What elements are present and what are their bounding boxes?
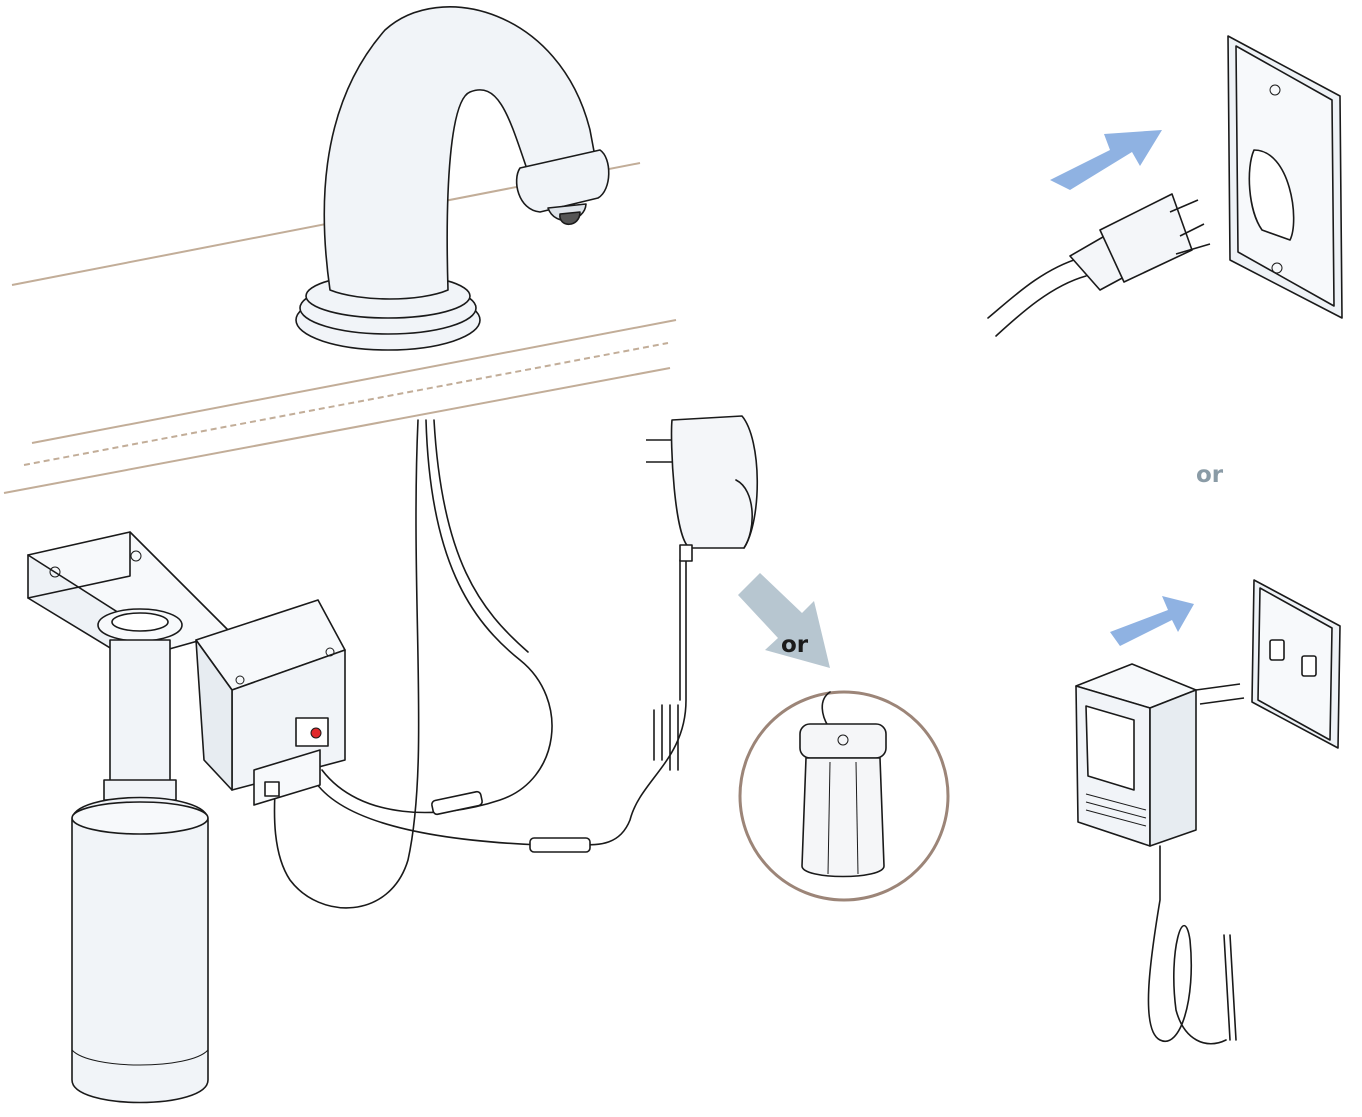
power-plug-icon <box>987 193 1211 337</box>
wall-outlet-eu-icon <box>1251 579 1341 749</box>
battery-arrow <box>738 573 830 668</box>
soap-bottle-icon <box>71 608 209 1104</box>
control-box-icon <box>195 599 346 806</box>
faucet-cables <box>273 419 553 909</box>
ac-adapter-icon <box>646 415 759 562</box>
faucet-icon <box>295 6 610 351</box>
battery-pack-icon <box>738 690 950 902</box>
adapter-cable <box>431 559 687 853</box>
battery-or-label: or <box>781 632 809 658</box>
wall-or-label: or <box>1196 462 1224 488</box>
transformer-icon <box>1075 663 1245 1045</box>
wall-outlet-us-icon <box>1227 35 1343 319</box>
us-plug-arrow <box>1050 130 1162 190</box>
eu-plug-arrow <box>1110 596 1194 646</box>
